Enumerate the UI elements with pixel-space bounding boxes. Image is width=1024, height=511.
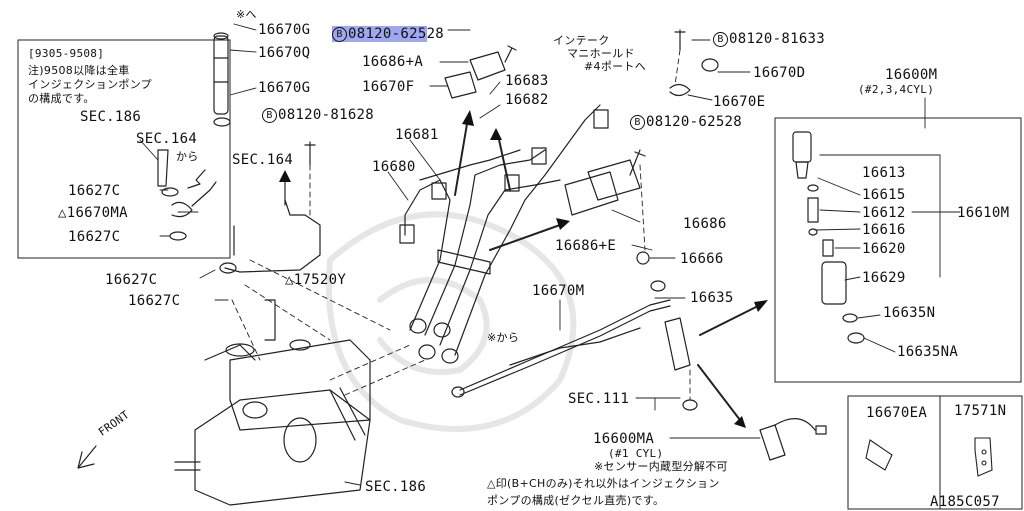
part-16600M: 16600M <box>885 67 938 83</box>
front-arrow <box>77 445 97 469</box>
label-ref-from: ※から <box>487 331 520 344</box>
label-cyl1: (#1 CYL) <box>608 447 664 460</box>
part-16635: 16635 <box>690 290 734 306</box>
bolt-b-marker: B <box>713 32 728 47</box>
part-16627C-1: 16627C <box>68 183 121 199</box>
label-sec186-inset: SEC.186 <box>80 109 142 125</box>
part-16681: 16681 <box>395 127 439 143</box>
part-16680: 16680 <box>372 159 416 175</box>
label-sec186-bottom: SEC.186 <box>365 479 427 495</box>
part-16683: 16683 <box>505 73 549 89</box>
fuel-return-pipe <box>224 199 321 273</box>
part-16682: 16682 <box>505 92 549 108</box>
part-16670G-2: 16670G <box>258 80 311 96</box>
bolt-b-marker: B <box>332 27 347 42</box>
footnote-line2: ポンプの構成(ゼクセル直売)です。 <box>487 494 665 507</box>
inset-note-line3: の構成です。 <box>28 92 95 105</box>
leak-off-pipe <box>451 280 671 398</box>
label-sec111: SEC.111 <box>568 391 630 407</box>
bolts <box>304 29 686 176</box>
sensor-note: ※センサー内蔵型分解不可 <box>594 460 728 473</box>
part-16670F: 16670F <box>362 79 415 95</box>
part-16670MA: △16670MA <box>58 205 128 221</box>
part-16686A: 16686+A <box>362 54 424 70</box>
part-16612: 16612 <box>862 205 906 221</box>
label-kara-inset: から <box>176 150 199 163</box>
injection-pump <box>174 299 371 506</box>
bolt-b-marker: B <box>262 108 277 123</box>
hose-16670Q <box>213 32 231 127</box>
inset-parts <box>157 149 217 241</box>
part-16670E: 16670E <box>713 94 766 110</box>
part-16600MA: 16600MA <box>593 431 655 447</box>
part-16670D: 16670D <box>753 65 806 81</box>
label-ref-to: ※へ <box>236 8 257 21</box>
label-sec164-inset: SEC.164 <box>136 131 198 147</box>
part-16635N: 16635N <box>883 305 936 321</box>
part-16627C-4: 16627C <box>128 293 181 309</box>
label-sec164-main: SEC.164 <box>232 152 294 168</box>
part-16666: 16666 <box>680 251 724 267</box>
injector-exploded <box>792 131 865 344</box>
intake-note-2: マニホールド <box>567 47 635 60</box>
inset-dates: [9305-9508] <box>28 47 105 60</box>
footnote-line1: △印(B+CHのみ)それ以外はインジェクション <box>487 477 720 490</box>
intake-note-1: インテーク <box>553 34 610 47</box>
part-16615: 16615 <box>862 187 906 203</box>
part-16670G-1: 16670G <box>258 22 311 38</box>
part-16670EA: 16670EA <box>866 405 928 421</box>
intake-note-3: #4ポートへ <box>584 60 647 73</box>
label-cyl234: (#2,3,4CYL) <box>858 83 935 96</box>
injector-sensor <box>759 418 827 461</box>
watermark-emblem <box>325 211 577 432</box>
part-16635NA: 16635NA <box>897 344 959 360</box>
bolt-b-marker: B <box>630 115 645 130</box>
inset-note-line2: インジェクションポンプ <box>28 78 152 91</box>
part-16616: 16616 <box>862 222 906 238</box>
injection-pipes <box>399 104 609 364</box>
clamp-blocks <box>444 51 641 216</box>
part-17520Y: △17520Y <box>285 272 347 288</box>
part-16629: 16629 <box>862 270 906 286</box>
part-16686: 16686 <box>683 216 727 232</box>
part-16613: 16613 <box>862 165 906 181</box>
part-16627C-2: 16627C <box>68 229 121 245</box>
figure-code: A185C057 <box>930 494 1000 510</box>
inset-note-line1: 注)9508以降は全車 <box>28 64 130 77</box>
part-16670M: 16670M <box>532 283 585 299</box>
part-16610M: 16610M <box>957 205 1010 221</box>
part-16670Q: 16670Q <box>258 45 311 61</box>
part-17571N: 17571N <box>954 403 1007 419</box>
part-16620: 16620 <box>862 241 906 257</box>
part-16686E: 16686+E <box>555 238 617 254</box>
part-16627C-3: 16627C <box>105 272 158 288</box>
